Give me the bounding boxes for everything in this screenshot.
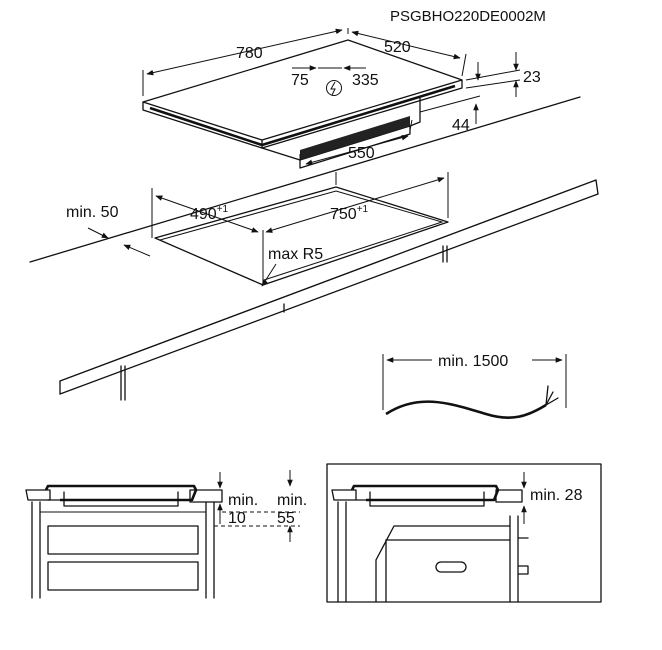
cable-drawing: min. 1500 <box>382 353 567 419</box>
corner-radius-label: max R5 <box>268 246 323 263</box>
section-oven-drawing <box>326 463 602 603</box>
hob-width-label: 780 <box>236 45 263 62</box>
hob-offset-small-label: 75 <box>291 72 309 89</box>
cutout-depth-label: 490+1 <box>190 204 229 223</box>
drawer-space-label: min. <box>277 492 307 509</box>
drawer-gap-label: min. <box>228 492 258 509</box>
hob-dimensions: 780 520 75 335 23 44 550 <box>142 28 541 166</box>
cutout-dimensions: 490+1 750+1 min. 50 max R5 <box>66 172 449 287</box>
cable-length-label: min. 1500 <box>438 353 508 370</box>
hob-depth-label: 520 <box>384 39 411 56</box>
hob-offset-large-label: 335 <box>352 72 379 89</box>
hob-body-width-label: 550 <box>348 145 375 162</box>
drawing-code: PSGBHO220DE0002M <box>390 8 546 25</box>
oven-gap-label: min. 28 <box>530 487 583 504</box>
section-oven-dimensions: min. 28 <box>530 487 583 504</box>
drawer-space-value: 55 <box>277 510 295 527</box>
hob-body-height-label: 44 <box>452 117 470 134</box>
min-edge-label: min. 50 <box>66 204 119 221</box>
hob-thickness-label: 23 <box>523 69 541 86</box>
section-drawer-dimensions: min. 10 min. 55 <box>228 492 307 527</box>
hob-drawing <box>142 39 463 169</box>
drawer-gap-value: 10 <box>228 510 246 527</box>
cutout-width-label: 750+1 <box>330 204 369 223</box>
section-drawer-drawing <box>25 470 300 599</box>
power-connection-icon <box>326 80 342 96</box>
